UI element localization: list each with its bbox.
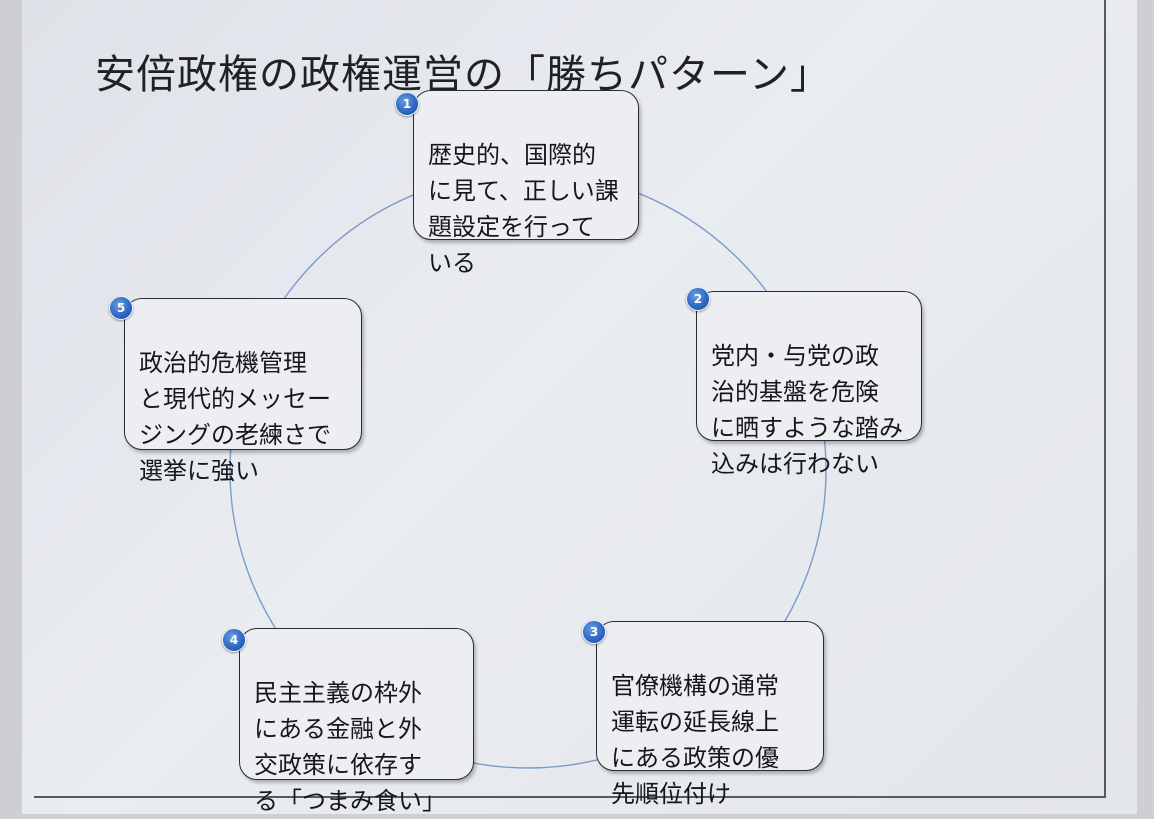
- cycle-item-3-number-badge: 3: [582, 620, 606, 644]
- cycle-item-3: 官僚機構の通常 運転の延長線上 にある政策の優 先順位付け: [596, 621, 824, 808]
- cycle-item-4: 民主主義の枠外 にある金融と外 交政策に依存す る「つまみ食い」: [239, 628, 474, 815]
- cycle-item-5-text: 政治的危機管理 と現代的メッセー ジングの老練さで 選挙に強い: [139, 349, 331, 485]
- cycle-item-2-text: 党内・与党の政 治的基盤を危険 に晒すような踏み 込みは行わない: [711, 342, 903, 478]
- cycle-item-1-text: 歴史的、国際的 に見て、正しい課 題設定を行って いる: [428, 141, 619, 277]
- cycle-item-5-number-badge: 5: [109, 296, 133, 320]
- cycle-item-1: 歴史的、国際的 に見て、正しい課 題設定を行って いる: [413, 90, 639, 277]
- slide-frame: [34, 0, 1106, 798]
- cycle-item-4-number-badge: 4: [222, 628, 246, 652]
- cycle-item-2-number-badge: 2: [686, 287, 710, 311]
- cycle-item-5: 政治的危機管理 と現代的メッセー ジングの老練さで 選挙に強い: [124, 298, 362, 485]
- cycle-item-1-number-badge: 1: [395, 92, 419, 116]
- cycle-item-2: 党内・与党の政 治的基盤を危険 に晒すような踏み 込みは行わない: [696, 291, 922, 478]
- cycle-item-4-text: 民主主義の枠外 にある金融と外 交政策に依存す る「つまみ食い」: [254, 679, 446, 815]
- cycle-item-3-text: 官僚機構の通常 運転の延長線上 にある政策の優 先順位付け: [611, 672, 779, 808]
